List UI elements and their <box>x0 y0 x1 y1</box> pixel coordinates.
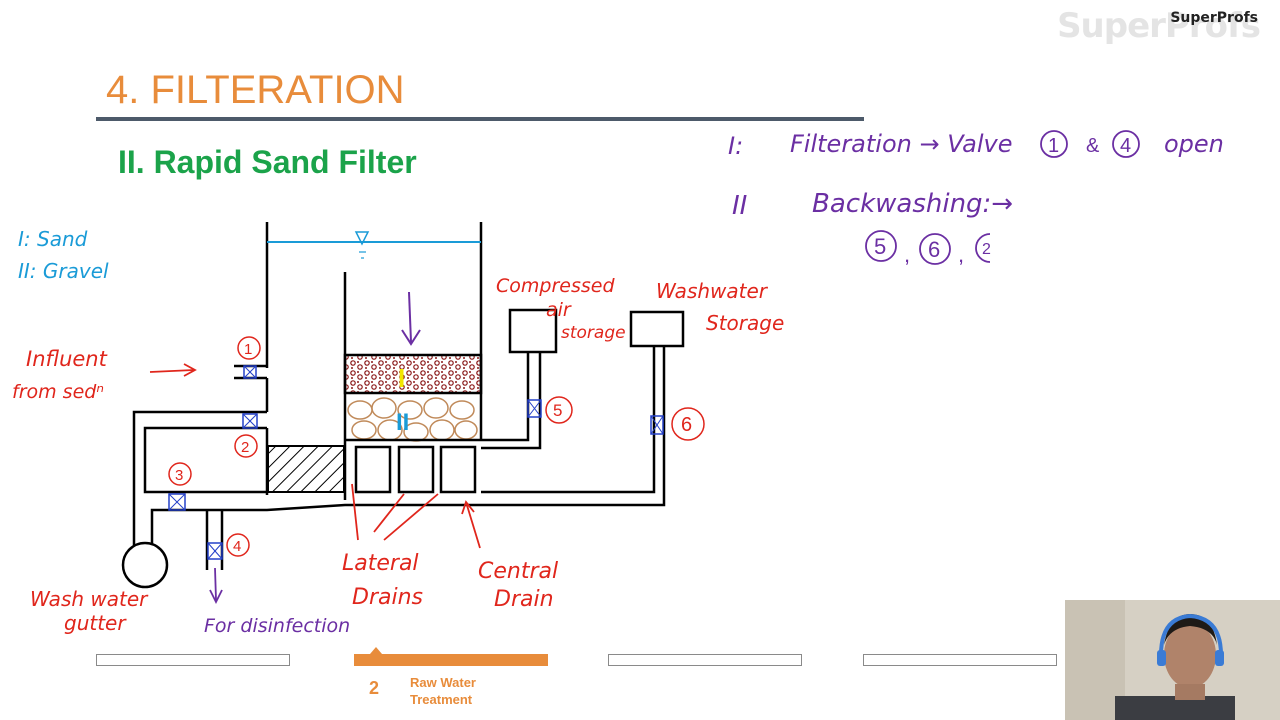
valve-3-icon <box>168 493 186 511</box>
washwater-storage-box <box>629 310 685 348</box>
compressed-air-label: Compressed <box>496 275 615 297</box>
active-step-label: Raw Water Treatment <box>410 674 476 708</box>
sand-layer <box>343 353 483 395</box>
wash-water-gutter-icon <box>121 541 169 589</box>
washwater-label: Washwater <box>656 279 769 303</box>
title-underline <box>96 117 864 121</box>
central-drain-label-2: Drain <box>494 587 554 612</box>
annotation-arrows <box>149 363 481 549</box>
watermark-logo: SuperProfs <box>1057 6 1261 46</box>
webcam-feed <box>1065 600 1280 720</box>
gravel-layer <box>347 397 478 442</box>
compressed-air-label-3: storage <box>561 323 626 343</box>
valve-6-number: 6 <box>681 414 692 436</box>
valve-4-icon <box>207 542 223 560</box>
compressed-air-label-2: air <box>546 299 572 321</box>
valve-2-icon <box>242 413 258 429</box>
water-level-marker-icon <box>354 231 370 246</box>
note-valve-4: 4 <box>1120 135 1131 157</box>
slide-title: 4. FILTERATION <box>106 68 405 112</box>
washwater-label-2: Storage <box>706 311 784 335</box>
progress-marker-icon <box>370 647 382 654</box>
gutter-label-2: gutter <box>64 611 127 635</box>
sand-layer-label: I <box>398 363 405 393</box>
gutter-label: Wash water <box>30 587 149 611</box>
lateral-drains-label-2: Drains <box>352 585 423 610</box>
watermark-label: SuperProfs <box>1170 10 1258 26</box>
note-valve-1: 1 <box>1048 135 1059 157</box>
lateral-drains-label: Lateral <box>342 551 419 576</box>
svg-text:,: , <box>904 242 910 267</box>
process-notes: I: Filteration → Valve 1 & 4 open II Bac… <box>728 130 1224 267</box>
valve-4-number: 4 <box>233 538 241 555</box>
influent-label: Influent <box>26 347 108 371</box>
note-ampersand: & <box>1086 135 1100 157</box>
flow-arrow-icon <box>408 291 412 343</box>
disinfection-label: For disinfection <box>204 615 350 637</box>
note-open: open <box>1164 130 1224 158</box>
slide-subtitle: II. Rapid Sand Filter <box>118 144 417 180</box>
progress-step-4[interactable] <box>863 654 1057 666</box>
active-step-number: 2 <box>369 678 380 698</box>
superprofs-watermark: SuperProfs SuperProfs <box>1057 4 1270 46</box>
note-backwash-mark: II <box>732 191 747 221</box>
hatched-block <box>267 445 345 493</box>
active-step-label-line-1: Raw Water <box>410 675 476 690</box>
note-filtration-mark: I: <box>728 132 743 160</box>
active-step-label-line-2: Treatment <box>410 692 473 707</box>
progress-step-1[interactable] <box>96 654 290 666</box>
valve-5-number: 5 <box>553 401 562 420</box>
note-valve-5: 5 <box>874 234 886 259</box>
valve-6-icon <box>650 415 664 435</box>
note-backwash-text: Backwashing:→ <box>812 189 1013 219</box>
note-filtration-text: Filteration → Valve <box>790 130 1012 158</box>
compressed-air-storage-box <box>508 308 558 354</box>
svg-text:,: , <box>958 242 964 267</box>
valve-1-number: 1 <box>244 341 252 358</box>
note-valve-6: 6 <box>928 237 940 262</box>
influent-source-label: from sedⁿ <box>12 381 104 403</box>
progress-step-3[interactable] <box>608 654 802 666</box>
valve-2-number: 2 <box>241 439 249 456</box>
central-drain-label: Central <box>478 559 558 584</box>
note-valve-2: 2 <box>982 241 991 258</box>
gravel-layer-label: II <box>396 409 409 436</box>
legend-sand: I: Sand <box>18 227 88 251</box>
legend-gravel: II: Gravel <box>18 259 109 283</box>
progress-step-2[interactable] <box>354 654 548 666</box>
valve-1-icon <box>243 365 257 379</box>
valve-3-number: 3 <box>175 467 183 484</box>
valve-5-icon <box>527 399 542 418</box>
